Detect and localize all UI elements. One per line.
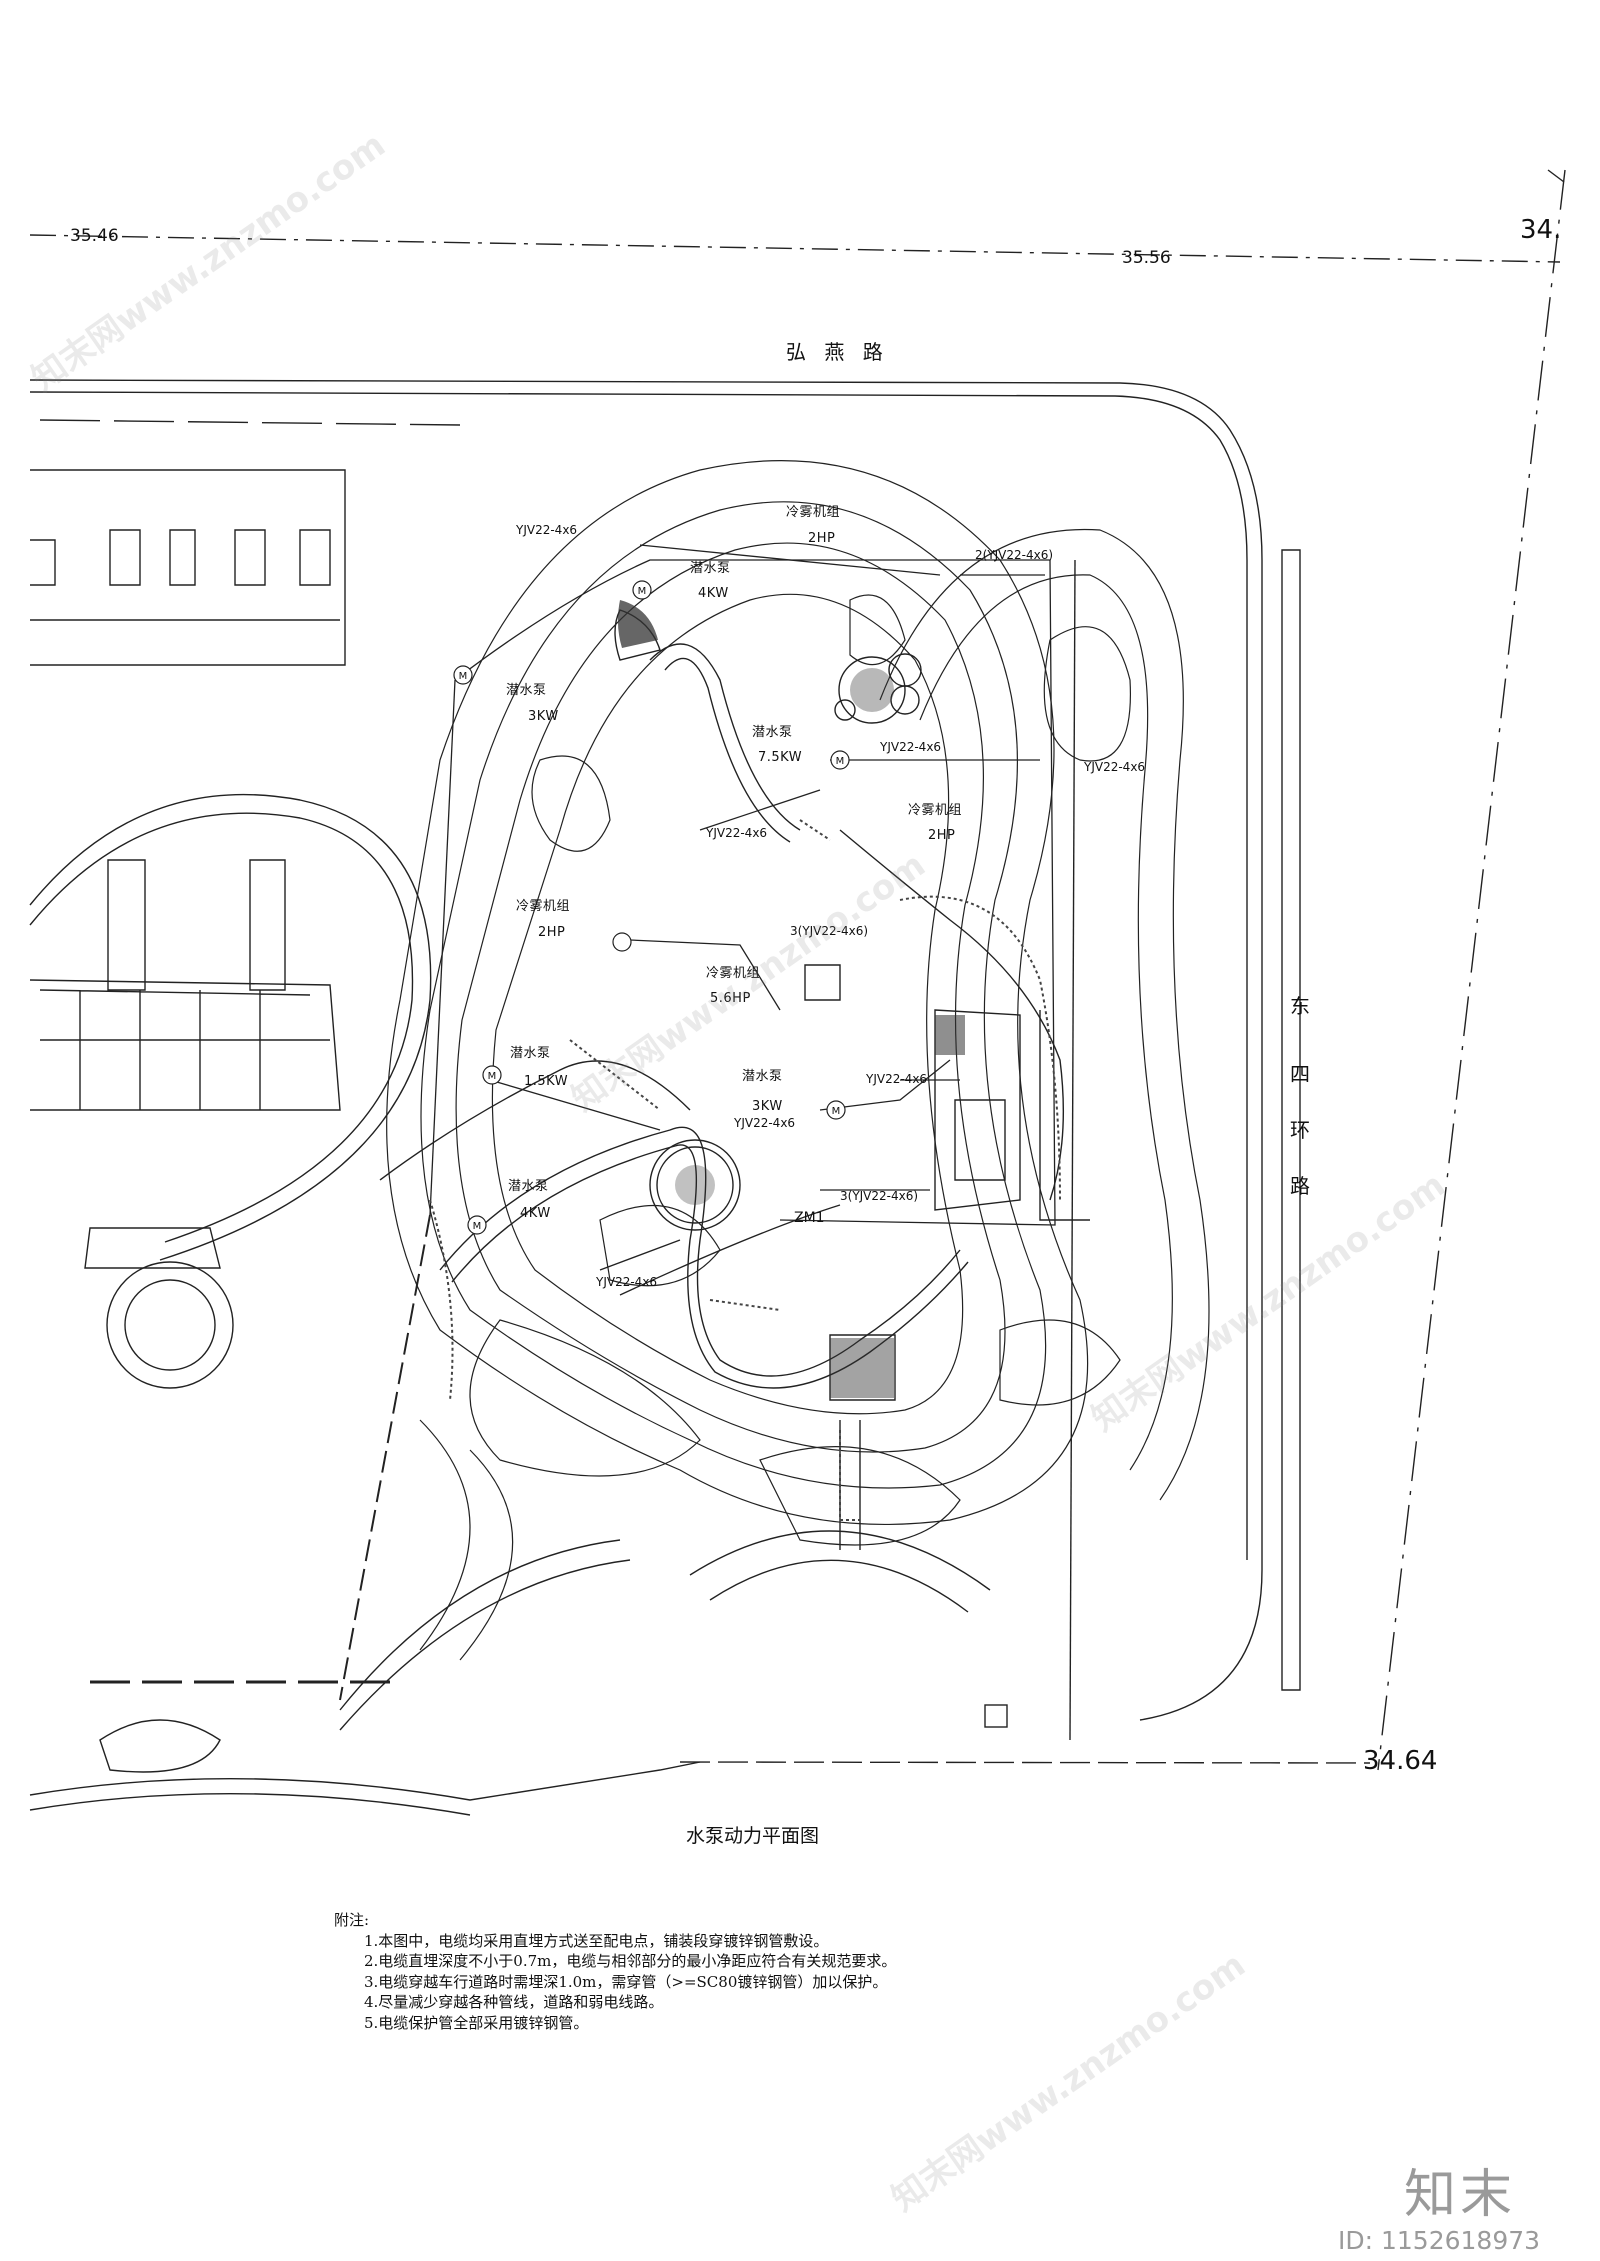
garden-path bbox=[439, 1126, 961, 1377]
note-item: 1.本图中，电缆均采用直埋方式送至配电点，铺装段穿镀锌钢管敷设。 bbox=[364, 1931, 829, 1950]
north-road-edge bbox=[29, 379, 1263, 561]
cable-label: YJV22-4x6 bbox=[706, 826, 768, 840]
boundary-line-bottom bbox=[679, 1761, 1371, 1764]
equipment-label-mist-1: 冷雾机组 bbox=[786, 505, 841, 520]
cable-route bbox=[454, 559, 1056, 1226]
road-name-north: 弘 燕 路 bbox=[786, 340, 889, 364]
equipment-label-pump-3: 潜水泵 bbox=[752, 725, 793, 740]
cable-label: YJV22-4x6 bbox=[596, 1275, 658, 1289]
equipment-label-mist-3: 冷雾机组 bbox=[516, 899, 571, 914]
distribution-panel-label: ZM1 bbox=[794, 1210, 825, 1226]
equipment-power-mist-3: 2HP bbox=[538, 925, 566, 940]
equipment-power-pump-3: 7.5KW bbox=[758, 750, 803, 765]
logo: 知末 bbox=[1404, 2165, 1517, 2225]
cable-label: YJV22-4x6 bbox=[734, 1116, 796, 1130]
equipment-label-pump-4: 潜水泵 bbox=[510, 1046, 551, 1061]
notes-heading: 附注: bbox=[334, 1911, 370, 1929]
equipment-power-mist-1: 2HP bbox=[808, 531, 836, 546]
building-left-block bbox=[29, 979, 341, 1111]
equipment-power-pump-2: 3KW bbox=[528, 709, 559, 724]
elevation-bottom-right: 34.64 bbox=[1363, 1746, 1438, 1776]
cable-label: 3(YJV22-4x6) bbox=[790, 924, 869, 938]
equipment-label-pump-1: 潜水泵 bbox=[690, 561, 731, 576]
motor-symbol: M bbox=[459, 671, 468, 682]
equipment-power-pump-6: 4KW bbox=[520, 1206, 551, 1221]
fountain-pool bbox=[649, 1139, 741, 1231]
road-name-east-3: 环 bbox=[1290, 1118, 1310, 1142]
elevation-top-left: 35.46 bbox=[70, 226, 119, 246]
equipment-label-mist-2: 冷雾机组 bbox=[908, 803, 963, 818]
cable-label: YJV22-4x6 bbox=[880, 740, 942, 754]
equipment-label-pump-5: 潜水泵 bbox=[742, 1069, 783, 1084]
road-name-east-2: 四 bbox=[1290, 1062, 1310, 1086]
equipment-label-pump-6: 潜水泵 bbox=[508, 1179, 549, 1194]
note-item: 5.电缆保护管全部采用镀锌钢管。 bbox=[364, 2013, 589, 2032]
equipment-power-mist-4: 5.6HP bbox=[710, 991, 751, 1006]
contour bbox=[386, 460, 1089, 1526]
boundary-line-top bbox=[29, 234, 1561, 263]
equipment-power-mist-2: 2HP bbox=[928, 828, 956, 843]
cable-label: YJV22-4x6 bbox=[516, 523, 578, 537]
elevation-top-mid: 35.56 bbox=[1122, 248, 1171, 268]
drawing-title: 水泵动力平面图 bbox=[686, 1825, 820, 1847]
motor-symbol: M bbox=[638, 586, 647, 597]
motor-symbol: M bbox=[832, 1106, 841, 1117]
boundary-line-right bbox=[1377, 169, 1566, 1771]
id-label: ID: 1152618973 bbox=[1338, 2226, 1541, 2255]
note-item: 3.电缆穿越车行道路时需埋深1.0m，需穿管（>=SC80镀锌钢管）加以保护。 bbox=[364, 1972, 888, 1991]
cable-label: YJV22-4x6 bbox=[866, 1072, 928, 1086]
notes-block: 附注: 1.本图中，电缆均采用直埋方式送至配电点，铺装段穿镀锌钢管敷设。 2.电… bbox=[334, 1910, 896, 2033]
motor-symbol: M bbox=[488, 1071, 497, 1082]
equipment-power-pump-4: 1.5KW bbox=[524, 1074, 569, 1089]
motor-symbol: M bbox=[836, 756, 845, 767]
cable-label: YJV22-4x6 bbox=[1084, 760, 1146, 774]
equipment-power-pump-5: 3KW bbox=[752, 1099, 783, 1114]
elevation-top-right: 34. bbox=[1520, 215, 1562, 245]
equipment-label-mist-4: 冷雾机组 bbox=[706, 966, 761, 981]
road-name-east-1: 东 bbox=[1290, 994, 1310, 1018]
building-top-left bbox=[30, 469, 346, 666]
equipment-power-pump-1: 4KW bbox=[698, 586, 729, 601]
cable-label: 2(YJV22-4x6) bbox=[975, 548, 1054, 562]
circular-walk bbox=[29, 793, 432, 1261]
road-name-east-4: 路 bbox=[1290, 1174, 1310, 1198]
east-road-edge bbox=[1139, 560, 1263, 1721]
motor-symbol: M bbox=[473, 1221, 482, 1232]
note-item: 4.尽量减少穿越各种管线，道路和弱电线路。 bbox=[364, 1993, 664, 2011]
equipment-label-pump-2: 潜水泵 bbox=[506, 683, 547, 698]
round-plaza bbox=[106, 1261, 234, 1389]
note-item: 2.电缆直埋深度不小于0.7m，电缆与相邻部分的最小净距应符合有关规范要求。 bbox=[364, 1952, 897, 1970]
cable-label: 3(YJV22-4x6) bbox=[840, 1189, 919, 1203]
